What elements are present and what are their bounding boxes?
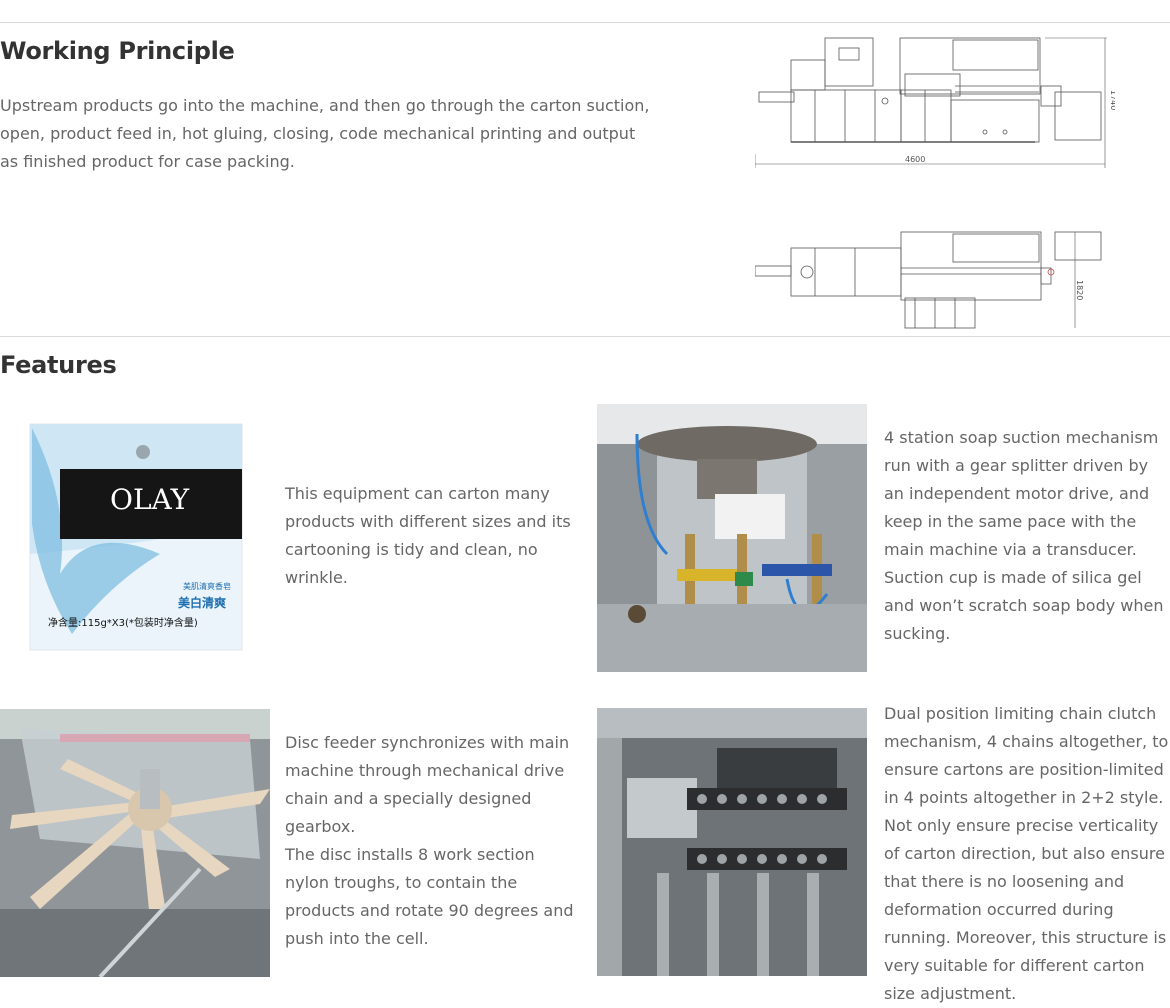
brand-logo: OLAY [110, 483, 190, 516]
package-weight-label: 净含量:115g*X3(*包装时净含量) [48, 616, 198, 629]
suction-mechanism-photo [597, 404, 867, 672]
feature-text-4: Dual position limiting chain clutch mech… [884, 700, 1170, 1008]
feature-2-paragraph-1: 4 station soap suction mechanism run wit… [884, 428, 1164, 643]
feature-3-paragraph-1: Disc feeder synchronizes with main machi… [285, 733, 570, 836]
machine-side-view-drawing: 4600 1740 [755, 34, 1115, 184]
top-divider [0, 22, 1170, 23]
feature-text-1: This equipment can carton many products … [285, 480, 577, 592]
disc-feeder-photo [0, 709, 270, 977]
soap-package-image: OLAY 美肌清爽香皂 美白清爽 净含量:115g*X3(*包装时净含量) [0, 404, 268, 672]
package-small-label: 美肌清爽香皂 [183, 581, 231, 591]
package-product-name: 美白清爽 [178, 595, 226, 610]
feature-text-2: 4 station soap suction mechanism run wit… [884, 424, 1164, 648]
feature-1-paragraph-1: This equipment can carton many products … [285, 484, 571, 587]
feature-text-3: Disc feeder synchronizes with main machi… [285, 729, 577, 953]
height-dimension-top: 1740 [1109, 90, 1115, 110]
working-principle-heading: Working Principle [0, 37, 235, 65]
chain-clutch-photo [597, 708, 867, 976]
working-principle-text: Upstream products go into the machine, a… [0, 96, 650, 171]
feature-3-paragraph-2: The disc installs 8 work section nylon t… [285, 845, 574, 948]
width-dimension: 4600 [905, 155, 925, 164]
height-dimension-bottom: 1820 [1075, 280, 1084, 300]
features-divider [0, 336, 1170, 337]
features-heading: Features [0, 351, 117, 379]
machine-top-view-drawing: 1820 [755, 228, 1115, 334]
feature-4-paragraph-1: Dual position limiting chain clutch mech… [884, 704, 1169, 1003]
